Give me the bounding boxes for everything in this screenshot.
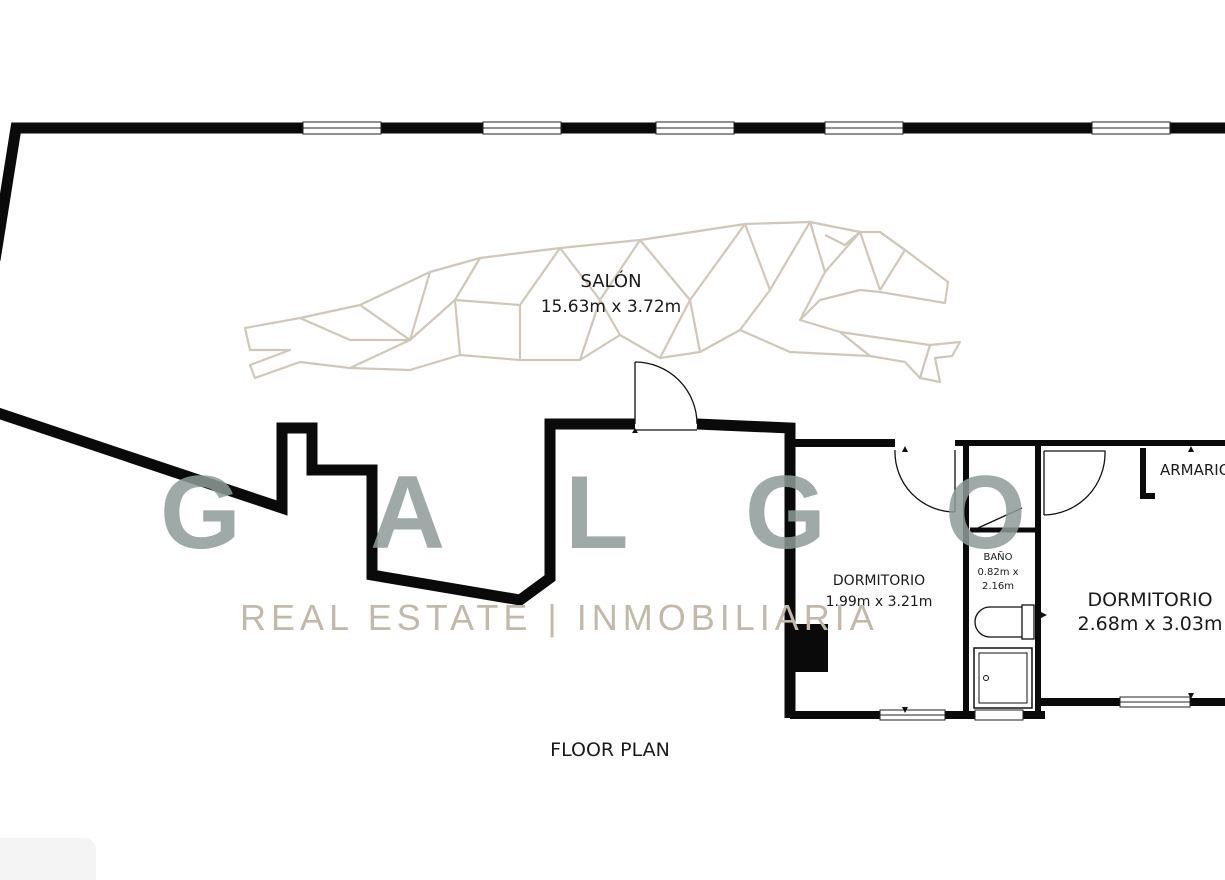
floor-plan-caption: FLOOR PLAN xyxy=(550,739,670,761)
salon-windows xyxy=(302,121,1171,135)
watermark-letter: L xyxy=(565,455,629,571)
bano-dims-line2: 2.16m xyxy=(982,581,1014,592)
dormitorio-2-dims: 2.68m x 3.03m xyxy=(1078,613,1223,635)
corner-panel xyxy=(0,838,96,880)
bano-walls xyxy=(966,440,1041,721)
dormitorio-1-dims: 1.99m x 3.21m xyxy=(826,594,933,610)
watermark-subtitle: REAL ESTATE | INMOBILIARIA xyxy=(240,597,879,638)
watermark-letter: G xyxy=(745,455,826,571)
galgo-watermark: G A L G O REAL ESTATE | INMOBILIARIA xyxy=(160,455,1026,638)
watermark-letter: G xyxy=(160,455,241,571)
dormitorio-2-name: DORMITORIO xyxy=(1087,589,1212,611)
watermark-letter: A xyxy=(370,455,445,571)
watermark-letter: O xyxy=(945,455,1026,571)
salon-dims: 15.63m x 3.72m xyxy=(541,297,682,317)
greyhound-icon xyxy=(243,220,962,384)
bano-dims-line1: 0.82m x xyxy=(977,567,1018,578)
salon-name: SALÓN xyxy=(580,270,641,292)
entrance-door xyxy=(632,361,698,433)
dormitorio-2-walls xyxy=(1038,440,1225,708)
dormitorio-1-name: DORMITORIO xyxy=(833,573,925,589)
bano-name: BAÑO xyxy=(983,550,1012,563)
dormitorio-1-door xyxy=(894,446,956,713)
armario-name: ARMARIO xyxy=(1160,461,1225,479)
dormitorio-2-door xyxy=(1041,446,1194,699)
salon-walls xyxy=(0,122,1225,718)
